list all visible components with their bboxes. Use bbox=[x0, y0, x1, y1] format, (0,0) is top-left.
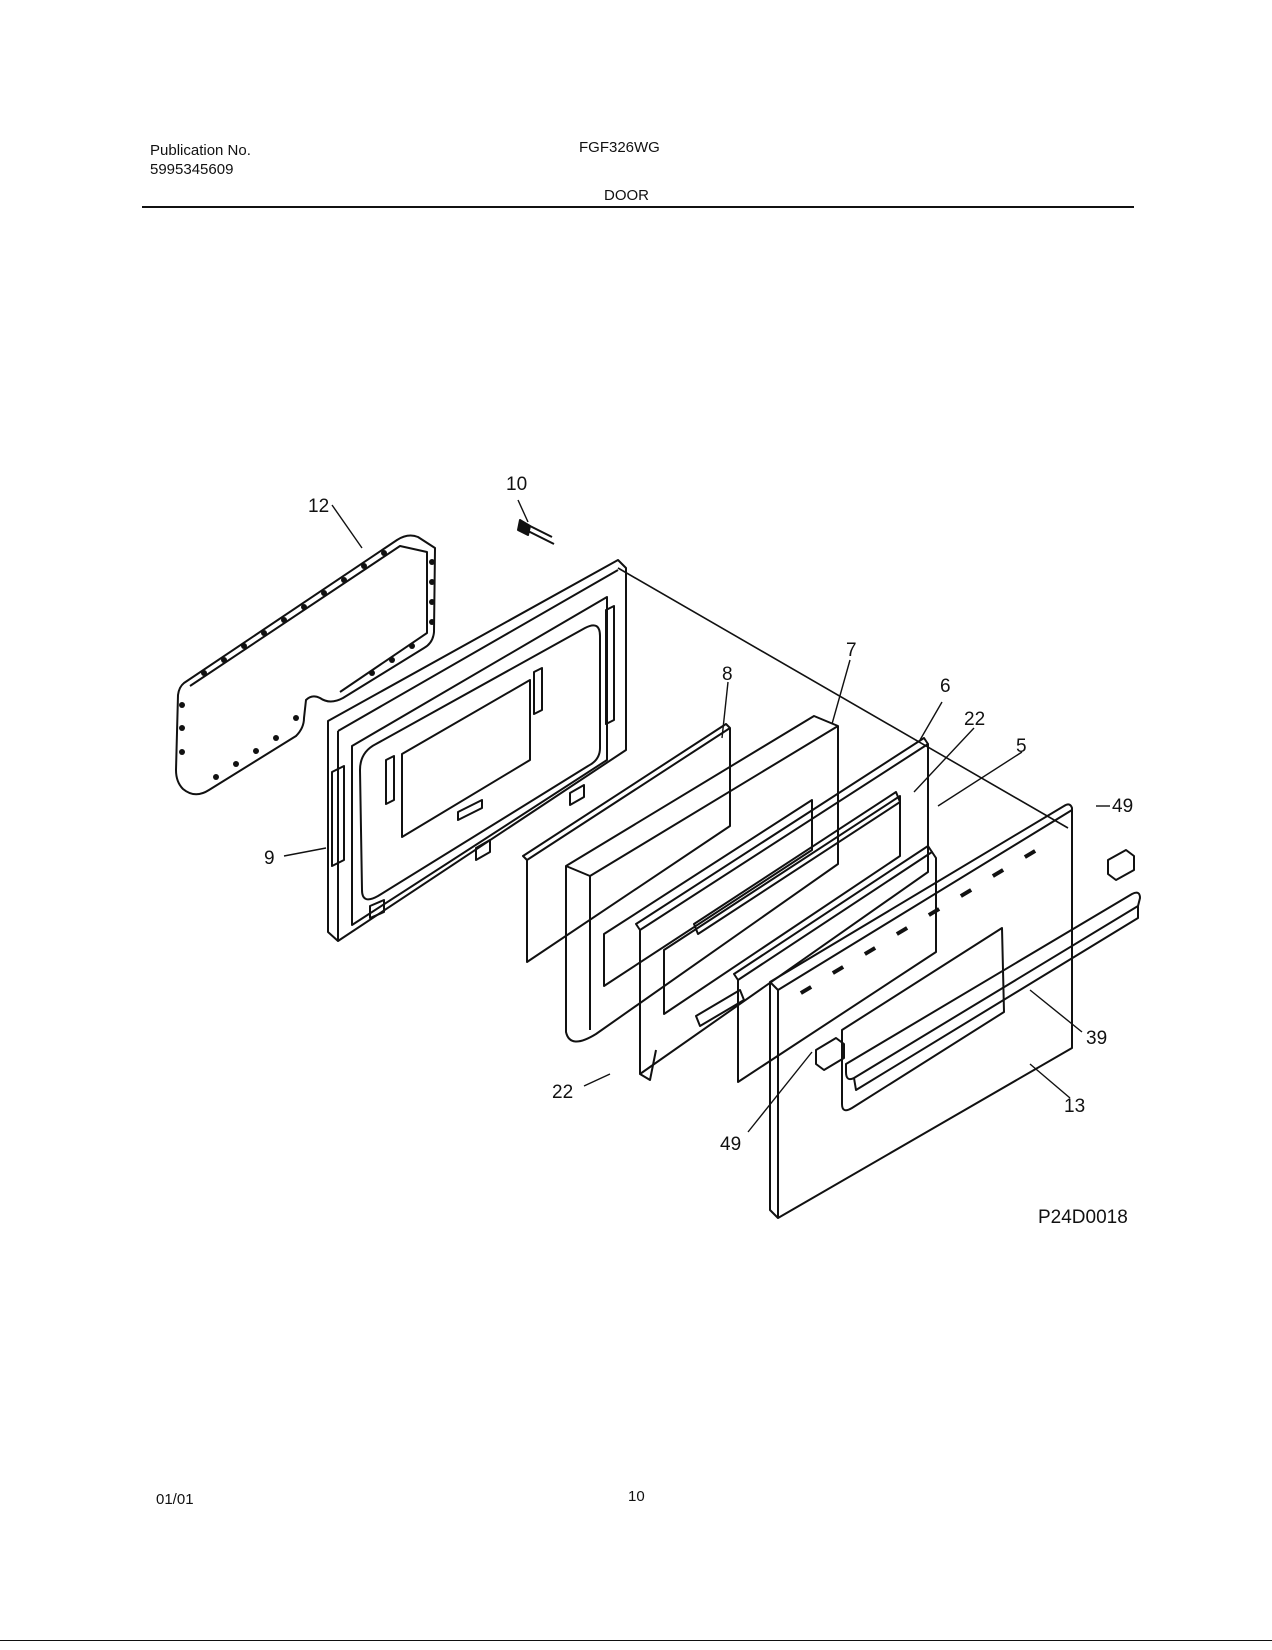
leader-lines bbox=[283, 499, 1110, 1133]
callout-baffle: 7 bbox=[846, 640, 857, 661]
insulation-part bbox=[522, 723, 731, 963]
callout-handle: 39 bbox=[1086, 1028, 1107, 1049]
window-pack-part bbox=[635, 737, 929, 1081]
handle-end-cap-part bbox=[815, 849, 1135, 1071]
bottom-rule bbox=[0, 1640, 1272, 1641]
inner-door-part bbox=[327, 559, 627, 942]
callout-inner-door: 9 bbox=[264, 848, 275, 869]
footer-date: 01/01 bbox=[156, 1491, 194, 1508]
publication-number: 5995345609 bbox=[150, 161, 234, 178]
door-gasket-part bbox=[175, 534, 436, 796]
callout-clip-top: 22 bbox=[964, 709, 985, 730]
page-number: 10 bbox=[628, 1488, 645, 1505]
door-clip-part bbox=[693, 791, 901, 1027]
callout-outer-panel: 13 bbox=[1064, 1096, 1085, 1117]
callout-clip-bottom: 22 bbox=[552, 1082, 573, 1103]
callout-gasket: 12 bbox=[308, 496, 329, 517]
screw-part bbox=[517, 519, 555, 545]
callout-screw: 10 bbox=[506, 474, 527, 495]
baffle-part bbox=[565, 715, 839, 1043]
callout-end-cap-right: 49 bbox=[1112, 796, 1133, 817]
publication-label: Publication No. bbox=[150, 142, 251, 159]
callout-end-cap-left: 49 bbox=[720, 1134, 741, 1155]
model-number: FGF326WG bbox=[579, 139, 660, 156]
callout-insulation: 8 bbox=[722, 664, 733, 685]
alignment-line bbox=[617, 567, 1069, 829]
outer-door-panel-part bbox=[769, 803, 1073, 1219]
door-handle-part bbox=[845, 891, 1141, 1091]
header-rule bbox=[142, 206, 1134, 208]
callout-window-pack: 6 bbox=[940, 676, 951, 697]
section-title: DOOR bbox=[604, 187, 649, 204]
glass-part bbox=[733, 845, 937, 1083]
figure-id: P24D0018 bbox=[1038, 1207, 1128, 1228]
callout-glass: 5 bbox=[1016, 736, 1027, 757]
